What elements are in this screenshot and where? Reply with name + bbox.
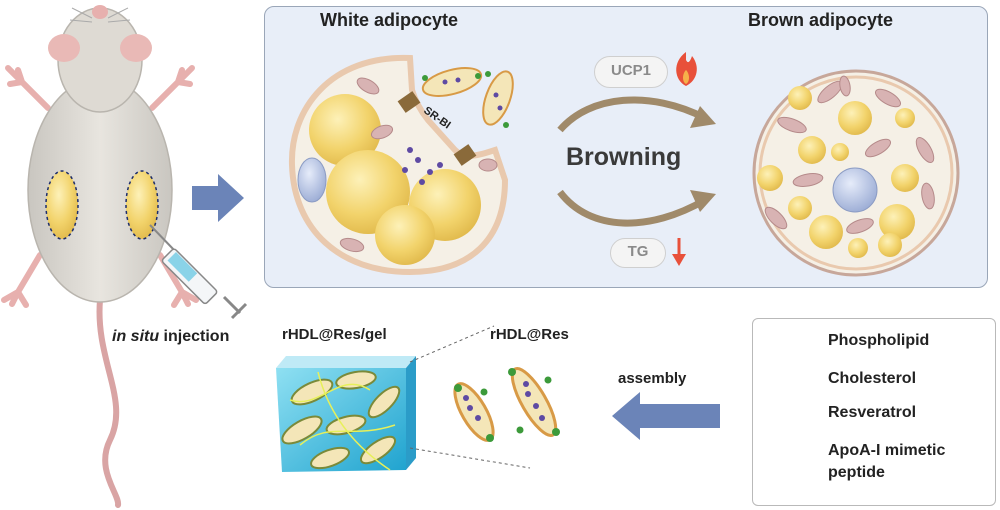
flame-icon: [676, 52, 697, 86]
particle-label: rHDL@Res: [490, 326, 569, 343]
brown-adipocyte-title: Brown adipocyte: [748, 10, 894, 30]
arrow-mouse-to-cell: [192, 174, 244, 222]
assembly-arrow: [612, 392, 720, 440]
rhdl-particles: [453, 367, 560, 442]
brown-adipocyte-cell: [752, 69, 960, 277]
gel-label: rHDL@Res/gel: [282, 326, 387, 343]
legend-panel: [752, 318, 996, 506]
legend-label-phospholipid: Phospholipid: [828, 332, 930, 349]
injection-label-rest: injection: [159, 328, 230, 345]
legend-label-cholesterol: Cholesterol: [828, 370, 917, 387]
injection-label-italic: in situ: [112, 328, 160, 345]
injection-label: in situ injection: [112, 328, 229, 346]
tg-badge: TG: [610, 238, 666, 268]
arrow-down-icon: [672, 238, 686, 266]
ucp1-badge: UCP1: [594, 56, 668, 88]
assembly-label: assembly: [618, 370, 687, 387]
mouse-illustration: [1, 5, 248, 508]
legend-label-peptide: ApoA-I mimetic peptide: [828, 442, 946, 481]
syringe-icon: [149, 224, 248, 320]
legend-label-resveratrol: Resveratrol: [828, 404, 917, 421]
browning-label: Browning: [566, 143, 682, 171]
white-adipocyte-title: White adipocyte: [320, 10, 459, 30]
white-adipocyte-cell: [288, 54, 514, 276]
gel-cube: [276, 356, 416, 472]
